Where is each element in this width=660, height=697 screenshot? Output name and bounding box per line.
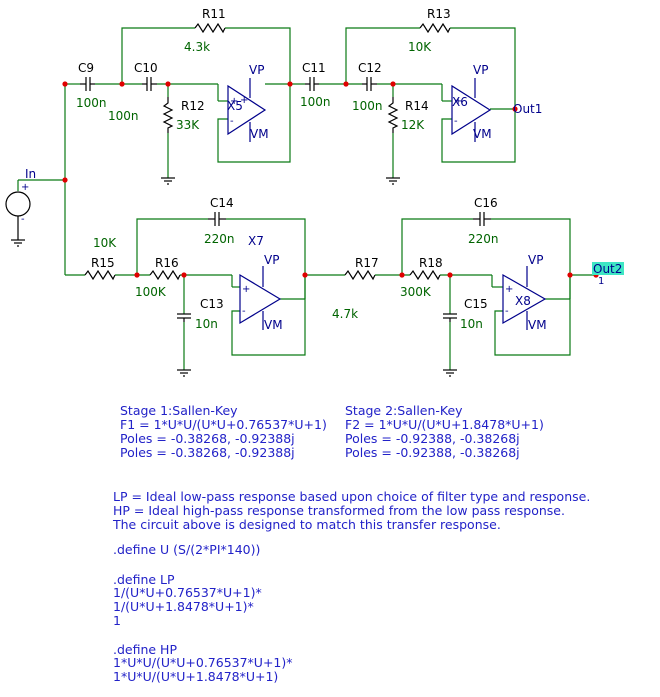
- capacitor-c10[interactable]: [142, 77, 157, 91]
- c12-ref: C12: [358, 61, 382, 75]
- x5-vm-label: VM: [250, 127, 269, 141]
- resistor-r11[interactable]: [194, 22, 226, 34]
- x8-minus-label: -: [505, 306, 509, 317]
- x5-plus-small: +: [240, 95, 248, 106]
- voltage-source[interactable]: + -: [5, 180, 31, 240]
- c15-value: 10n: [460, 317, 483, 331]
- r11-ref: R11: [202, 7, 226, 21]
- r15-ref: R15: [91, 256, 115, 270]
- c15-ref: C15: [464, 297, 488, 311]
- x5-vp-label: VP: [249, 63, 264, 77]
- source-plus-label: +: [21, 182, 29, 193]
- ground-symbols: [11, 177, 457, 377]
- r13-value: 10K: [408, 40, 432, 54]
- capacitor-c16[interactable]: [473, 212, 491, 226]
- c13-value: 10n: [195, 317, 218, 331]
- r17-value: 4.7k: [332, 307, 358, 321]
- x8-vp-label: VP: [528, 253, 543, 267]
- capacitor-c11[interactable]: [305, 77, 319, 91]
- ground-source: [11, 239, 25, 247]
- ground-c13: [177, 369, 191, 377]
- x6-ref: X6: [452, 95, 468, 109]
- out1-label[interactable]: Out1: [513, 102, 542, 116]
- r12-value: 33K: [176, 118, 200, 132]
- r14-ref: R14: [405, 99, 429, 113]
- capacitor-c15[interactable]: [443, 313, 457, 322]
- x5-plus-label: +: [230, 96, 238, 107]
- x6-plus-label: +: [454, 96, 462, 107]
- input-net-label: In: [25, 167, 36, 181]
- x7-plus-label: +: [242, 284, 250, 295]
- x7-vm-label: VM: [264, 318, 283, 332]
- c14-ref: C14: [210, 196, 234, 210]
- x7-vp-label: VP: [264, 253, 279, 267]
- x8-vm-label: VM: [528, 318, 547, 332]
- x6-vm-label: VM: [473, 127, 492, 141]
- ground-r14: [386, 177, 400, 185]
- r18-value: 300K: [400, 285, 432, 299]
- x8-plus-label: +: [505, 284, 513, 295]
- resistor-r14[interactable]: [387, 97, 399, 133]
- resistor-r17[interactable]: [344, 269, 376, 281]
- x6-minus-label: -: [454, 116, 458, 127]
- r13-ref: R13: [427, 7, 451, 21]
- junction-dots: [62, 81, 599, 278]
- c10-ref: C10: [134, 61, 158, 75]
- r15-value: 10K: [93, 236, 117, 250]
- r11-value: 4.3k: [184, 40, 210, 54]
- x7-ref: X7: [248, 234, 264, 248]
- out2-probe[interactable]: Out2 1: [592, 262, 624, 287]
- resistor-r16[interactable]: [149, 269, 181, 281]
- c16-value: 220n: [468, 232, 499, 246]
- r12-ref: R12: [181, 99, 205, 113]
- x7-minus-label: -: [242, 306, 246, 317]
- out2-label: Out2: [593, 262, 622, 276]
- resistor-r18[interactable]: [409, 269, 441, 281]
- component-labels: C9 100n C10 100n R11 4.3k R12 33K C11 10…: [76, 7, 499, 331]
- capacitor-c13[interactable]: [177, 313, 191, 322]
- opamp-x5[interactable]: + - + X5 VP VM: [227, 63, 269, 142]
- out2-pin-number: 1: [598, 276, 604, 287]
- opamp-x6[interactable]: + - X6 VP VM: [451, 63, 492, 142]
- capacitor-c14[interactable]: [208, 212, 226, 226]
- r16-ref: R16: [155, 256, 179, 270]
- opamp-x7[interactable]: + - X7 VP VM: [239, 234, 283, 332]
- c13-ref: C13: [200, 297, 224, 311]
- c11-value: 100n: [300, 95, 331, 109]
- resistor-r15[interactable]: [84, 269, 116, 281]
- r16-value: 100K: [135, 285, 167, 299]
- wires: [18, 27, 596, 370]
- c9-ref: C9: [78, 61, 94, 75]
- r18-ref: R18: [419, 256, 443, 270]
- x5-ref: X5: [227, 99, 243, 113]
- capacitor-c9[interactable]: [80, 77, 95, 91]
- r17-ref: R17: [355, 256, 379, 270]
- r14-value: 12K: [401, 118, 425, 132]
- c11-ref: C11: [302, 61, 326, 75]
- x8-ref: X8: [515, 294, 531, 308]
- opamp-x8[interactable]: + - X8 VP VM: [502, 253, 547, 332]
- resistor-r12[interactable]: [162, 97, 174, 133]
- c16-ref: C16: [474, 196, 498, 210]
- c10-value: 100n: [108, 109, 139, 123]
- x6-vp-label: VP: [473, 63, 488, 77]
- ground-r12: [161, 177, 175, 185]
- capacitor-c12[interactable]: [362, 77, 377, 91]
- resistor-r13[interactable]: [419, 22, 451, 34]
- c9-value: 100n: [76, 96, 107, 110]
- ground-c15: [443, 369, 457, 377]
- source-minus-label: -: [21, 214, 25, 225]
- c14-value: 220n: [204, 232, 235, 246]
- c12-value: 100n: [352, 99, 383, 113]
- x5-minus-label: -: [230, 116, 234, 127]
